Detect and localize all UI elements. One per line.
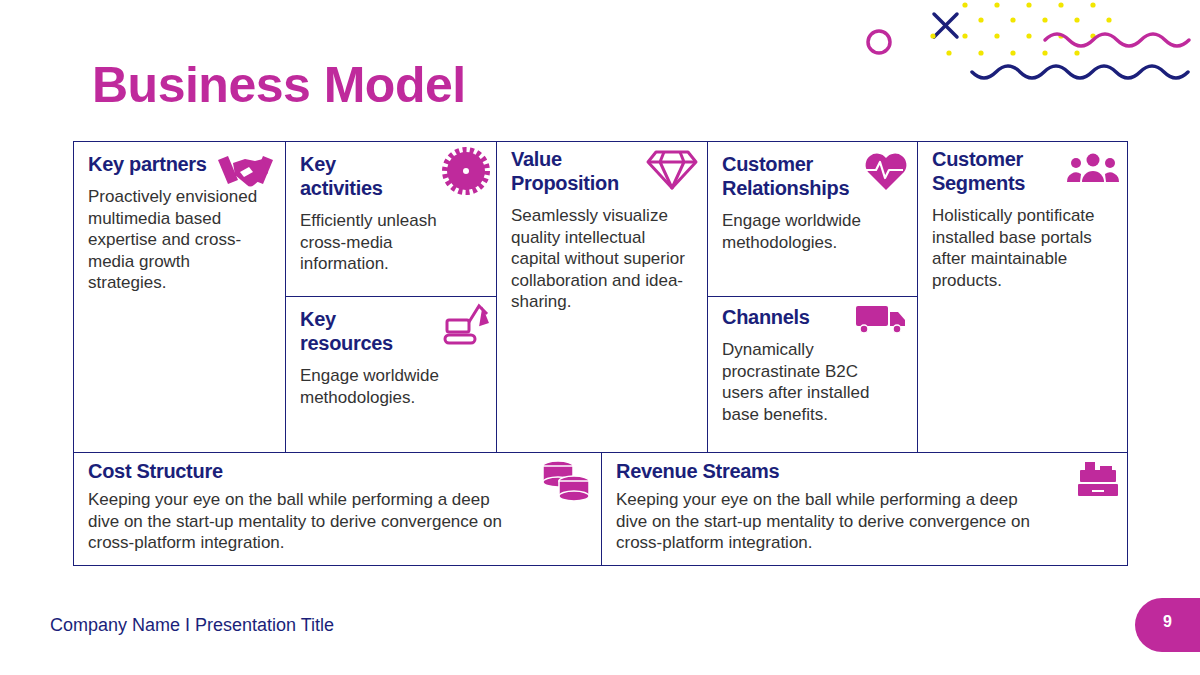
page-number-text: 9 xyxy=(1163,613,1172,631)
ring-decor xyxy=(868,31,890,53)
cross-decor xyxy=(934,14,957,37)
block-heading: Value Proposition xyxy=(511,147,641,195)
canvas-block: Customer SegmentsHolistically pontificat… xyxy=(917,141,1128,453)
wave-decor xyxy=(1045,34,1189,46)
block-body: Engage worldwide methodologies. xyxy=(722,210,902,253)
dots-decor xyxy=(930,2,1111,55)
block-heading: Cost Structure xyxy=(88,459,488,483)
wave-decor xyxy=(972,66,1188,78)
canvas-block: Key activitiesEfficiently unleash cross-… xyxy=(285,141,497,297)
block-heading: Customer Relationships xyxy=(722,152,862,200)
block-body: Keeping your eye on the ball while perfo… xyxy=(88,489,508,554)
canvas-block: Value PropositionSeamlessly visualize qu… xyxy=(496,141,708,453)
canvas-block: Key partnersProactively envisioned multi… xyxy=(73,141,286,453)
block-heading: Key activities xyxy=(300,152,420,200)
block-heading: Key partners xyxy=(88,152,208,176)
canvas-block: Customer RelationshipsEngage worldwide m… xyxy=(707,141,918,297)
block-body: Seamlessly visualize quality intellectua… xyxy=(511,205,691,313)
canvas-block: Revenue StreamsKeeping your eye on the b… xyxy=(601,452,1128,566)
block-heading: Key resources xyxy=(300,307,420,355)
canvas-block: ChannelsDynamically procrastinate B2C us… xyxy=(707,296,918,453)
block-body: Proactively envisioned multimedia based … xyxy=(88,186,271,294)
canvas-block: Cost StructureKeeping your eye on the ba… xyxy=(73,452,602,566)
canvas-block: Key resourcesEngage worldwide methodolog… xyxy=(285,296,497,453)
block-heading: Channels xyxy=(722,305,842,329)
block-body: Efficiently unleash cross-media informat… xyxy=(300,210,482,275)
block-body: Keeping your eye on the ball while perfo… xyxy=(616,489,1036,554)
block-body: Engage worldwide methodologies. xyxy=(300,365,482,408)
block-body: Holistically pontificate installed base … xyxy=(932,205,1113,291)
block-heading: Customer Segments xyxy=(932,147,1052,195)
block-body: Dynamically procrastinate B2C users afte… xyxy=(722,339,902,425)
page-number: 9 xyxy=(1135,598,1200,652)
footer-text: Company Name I Presentation Title xyxy=(50,614,334,636)
slide-title: Business Model xyxy=(92,55,466,115)
block-heading: Revenue Streams xyxy=(616,459,1016,483)
